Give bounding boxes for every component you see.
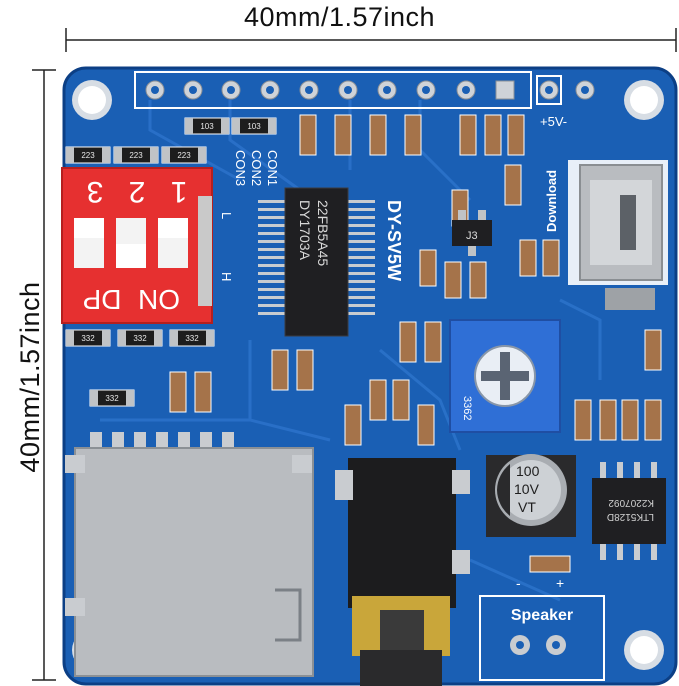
resistor-code: 223 xyxy=(129,151,143,160)
con1-label: CON1 xyxy=(265,150,280,186)
chip-line1: DY1703A xyxy=(297,200,313,261)
potentiometer[interactable]: 3362 xyxy=(449,319,561,433)
power-label: +5V- xyxy=(540,114,567,129)
switch-number: 1 xyxy=(171,175,188,208)
audio-jack[interactable] xyxy=(335,458,470,686)
transistor-j3: J3 xyxy=(452,210,492,256)
cap-line2: 10V xyxy=(514,481,540,497)
main-chip: DY1703A 22FB5A45 xyxy=(258,187,375,337)
transistor-label: J3 xyxy=(466,230,478,242)
pcb-traces xyxy=(100,100,602,602)
resistor-code: 332 xyxy=(133,334,147,343)
resistor-code: 332 xyxy=(185,334,199,343)
cap-line1: 100 xyxy=(516,463,540,479)
sd-card-slot[interactable] xyxy=(65,432,314,677)
amp-line2: K2207092 xyxy=(608,497,654,508)
download-label: Download xyxy=(544,170,559,232)
smd-capacitor xyxy=(529,555,571,573)
dip-switch[interactable]: 1 2 3 ON DP xyxy=(61,167,213,324)
cap-line3: VT xyxy=(518,499,536,515)
pot-code: 3362 xyxy=(461,396,473,420)
smd-capacitors xyxy=(169,114,662,446)
resistor-code: 103 xyxy=(200,122,214,131)
amplifier-chip: LTK5128D K2207092 xyxy=(592,462,666,560)
speaker-plus-label: + xyxy=(556,575,564,591)
switch-dp-label: DP xyxy=(83,284,122,315)
resistor-code: 332 xyxy=(81,334,95,343)
speaker-label: Speaker xyxy=(511,607,573,624)
switch-number: 3 xyxy=(87,175,104,208)
speaker-terminal[interactable]: Speaker xyxy=(479,595,605,681)
micro-usb-port[interactable] xyxy=(568,160,668,310)
electrolytic-capacitor: 100 10V VT xyxy=(486,454,576,537)
resistor-code: 103 xyxy=(247,122,261,131)
resistor-code: 332 xyxy=(105,394,119,403)
width-dimension-line xyxy=(65,28,677,52)
con3-label: CON3 xyxy=(233,150,248,186)
switch-number: 2 xyxy=(129,175,146,208)
resistor-code: 223 xyxy=(81,151,95,160)
height-dimension-line xyxy=(32,69,56,681)
switch-on-label: ON xyxy=(138,284,180,315)
con2-label: CON2 xyxy=(249,150,264,186)
chip-line2: 22FB5A45 xyxy=(315,200,331,266)
pin-header-pads xyxy=(134,71,595,109)
module-name-label: DY-SV5W xyxy=(384,200,404,281)
switch-l-label: L xyxy=(219,212,234,219)
speaker-minus-label: - xyxy=(516,575,521,591)
amp-line1: LTK5128D xyxy=(607,511,654,522)
resistor-code: 223 xyxy=(177,151,191,160)
smd-resistors: 103 103 223 223 223 332 332 332 332 xyxy=(65,117,277,407)
width-dimension-label: 40mm/1.57inch xyxy=(243,2,436,32)
switch-h-label: H xyxy=(219,272,234,281)
